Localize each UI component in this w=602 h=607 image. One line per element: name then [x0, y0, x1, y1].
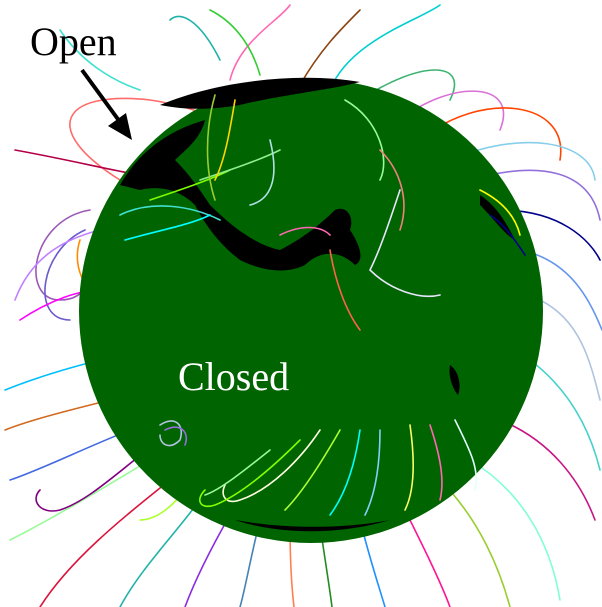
field-line [364, 429, 381, 516]
field-line [119, 499, 201, 607]
field-line [222, 429, 321, 503]
field-line [39, 479, 171, 607]
field-line [59, 29, 141, 91]
field-line [379, 149, 405, 231]
field-line [539, 299, 601, 401]
field-line [454, 419, 478, 491]
field-line [279, 226, 331, 236]
field-line [14, 149, 141, 176]
field-line [329, 249, 361, 331]
field-line [469, 459, 561, 601]
coronal-hole-east-small [449, 365, 460, 395]
field-line [359, 69, 456, 101]
field-line [184, 514, 231, 607]
field-line [4, 399, 111, 431]
field-line [209, 9, 261, 76]
field-line [299, 9, 361, 86]
field-lines-front [119, 94, 526, 516]
field-line [35, 439, 161, 512]
field-line [499, 419, 596, 521]
arrow-head [108, 113, 132, 140]
coronal-hole-north-west [120, 120, 361, 271]
sun-sphere [79, 79, 543, 543]
field-line [204, 449, 271, 496]
field-line [479, 189, 521, 236]
field-line [164, 426, 187, 446]
field-line [14, 229, 101, 301]
label-open: Open [30, 19, 117, 64]
field-line [206, 94, 216, 201]
field-line [329, 4, 441, 91]
field-line [489, 214, 526, 256]
coronal-hole-south-cap [235, 520, 390, 532]
field-line [214, 99, 236, 181]
field-line [284, 429, 341, 511]
field-line [529, 359, 601, 471]
field-line [159, 420, 182, 447]
field-line [329, 429, 361, 516]
coronal-hole-north-cap [160, 77, 360, 109]
field-line [249, 139, 275, 206]
open-arrow [80, 68, 132, 140]
field-line [199, 439, 301, 508]
field-line [9, 459, 151, 541]
field-line [169, 15, 221, 61]
field-line [44, 229, 86, 321]
field-line [9, 429, 131, 481]
arrow-shaft [80, 68, 122, 124]
field-line [439, 479, 511, 607]
label-closed: Closed [178, 354, 289, 399]
field-line [229, 4, 291, 81]
field-line [149, 169, 231, 201]
field-line [369, 189, 441, 297]
field-line [344, 99, 385, 181]
field-line [429, 424, 443, 501]
field-line [404, 424, 415, 511]
field-line [124, 214, 211, 241]
